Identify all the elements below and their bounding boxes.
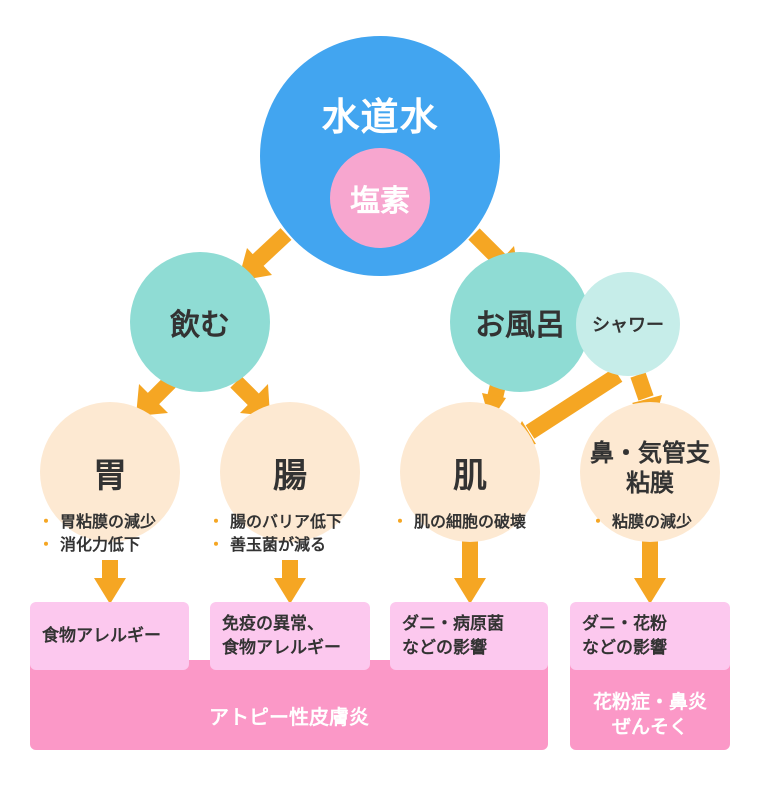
list-item: ・腸のバリア低下 (208, 512, 343, 531)
nasal-bullets: ・粘膜の減少 (590, 510, 692, 533)
stomach-bullets: ・胃粘膜の減少 ・消化力低下 (38, 510, 156, 556)
arrow-drink-to-intestine (230, 376, 260, 406)
arrowhead-stomach-result (94, 578, 126, 604)
nasal-circle: 鼻・気管支 粘膜 (580, 402, 720, 542)
list-item: ・消化力低下 (38, 535, 141, 554)
tap-water-title: 水道水 (321, 95, 439, 139)
hayfever-line2: ぜんそく (611, 716, 688, 738)
drink-label: 飲む (170, 308, 230, 343)
nasal-title: 鼻・気管支 粘膜 (580, 438, 720, 498)
stomach-result-line1: 食物アレルギー (42, 626, 161, 646)
intestine-result-box: 免疫の異常、 食物アレルギー (210, 602, 370, 670)
arrow-shower-to-nasal (630, 372, 654, 401)
nasal-title-line1: 鼻・気管支 (590, 439, 710, 467)
intestine-result-line2: 食物アレルギー (222, 638, 341, 658)
list-item: ・胃粘膜の減少 (38, 512, 157, 531)
stomach-title: 胃 (93, 456, 127, 496)
intestine-result-line1: 免疫の異常、 (222, 614, 324, 634)
arrowhead-stomach (136, 384, 168, 416)
nasal-title-line2: 粘膜 (626, 469, 674, 497)
atopy-band: アトピー性皮膚炎 (30, 660, 548, 750)
arrowhead-intestine-result (274, 578, 306, 604)
hayfever-band: 花粉症・鼻炎 ぜんそく (570, 660, 730, 750)
bath-circle: お風呂 (450, 252, 590, 392)
list-item: ・肌の細胞の破壊 (392, 512, 527, 531)
arrow-water-to-drink (250, 228, 292, 268)
chlorine-label: 塩素 (350, 184, 410, 219)
skin-result-line1: ダニ・病原菌 (402, 614, 504, 634)
stomach-result-box: 食物アレルギー (30, 602, 189, 670)
shower-circle: シャワー (576, 272, 680, 376)
skin-result-line2: などの影響 (402, 638, 487, 658)
nasal-result-line1: ダニ・花粉 (582, 614, 667, 634)
intestine-circle: 腸 (220, 402, 360, 542)
nasal-result-box: ダニ・花粉 などの影響 (570, 602, 730, 670)
chlorine-circle: 塩素 (330, 148, 430, 248)
shower-label: シャワー (592, 315, 664, 336)
list-item: ・粘膜の減少 (590, 512, 693, 531)
drink-circle: 飲む (130, 252, 270, 392)
skin-bullets: ・肌の細胞の破壊 (392, 510, 526, 533)
arrow-shower-to-skin (525, 368, 623, 439)
intestine-bullets: ・腸のバリア低下 ・善玉菌が減る (208, 510, 342, 556)
stomach-circle: 胃 (40, 402, 180, 542)
arrowhead-skin-result (454, 578, 486, 604)
arrow-drink-to-stomach (146, 376, 176, 406)
skin-circle: 肌 (400, 402, 540, 542)
bath-label: お風呂 (475, 308, 565, 343)
skin-result-box: ダニ・病原菌 などの影響 (390, 602, 548, 670)
skin-title: 肌 (453, 456, 487, 496)
hayfever-line1: 花粉症・鼻炎 (592, 691, 707, 713)
intestine-title: 腸 (273, 456, 307, 496)
list-item: ・善玉菌が減る (208, 535, 327, 554)
arrowhead-nasal-result (634, 578, 666, 604)
nasal-result-line2: などの影響 (582, 638, 667, 658)
atopy-label: アトピー性皮膚炎 (209, 704, 369, 729)
